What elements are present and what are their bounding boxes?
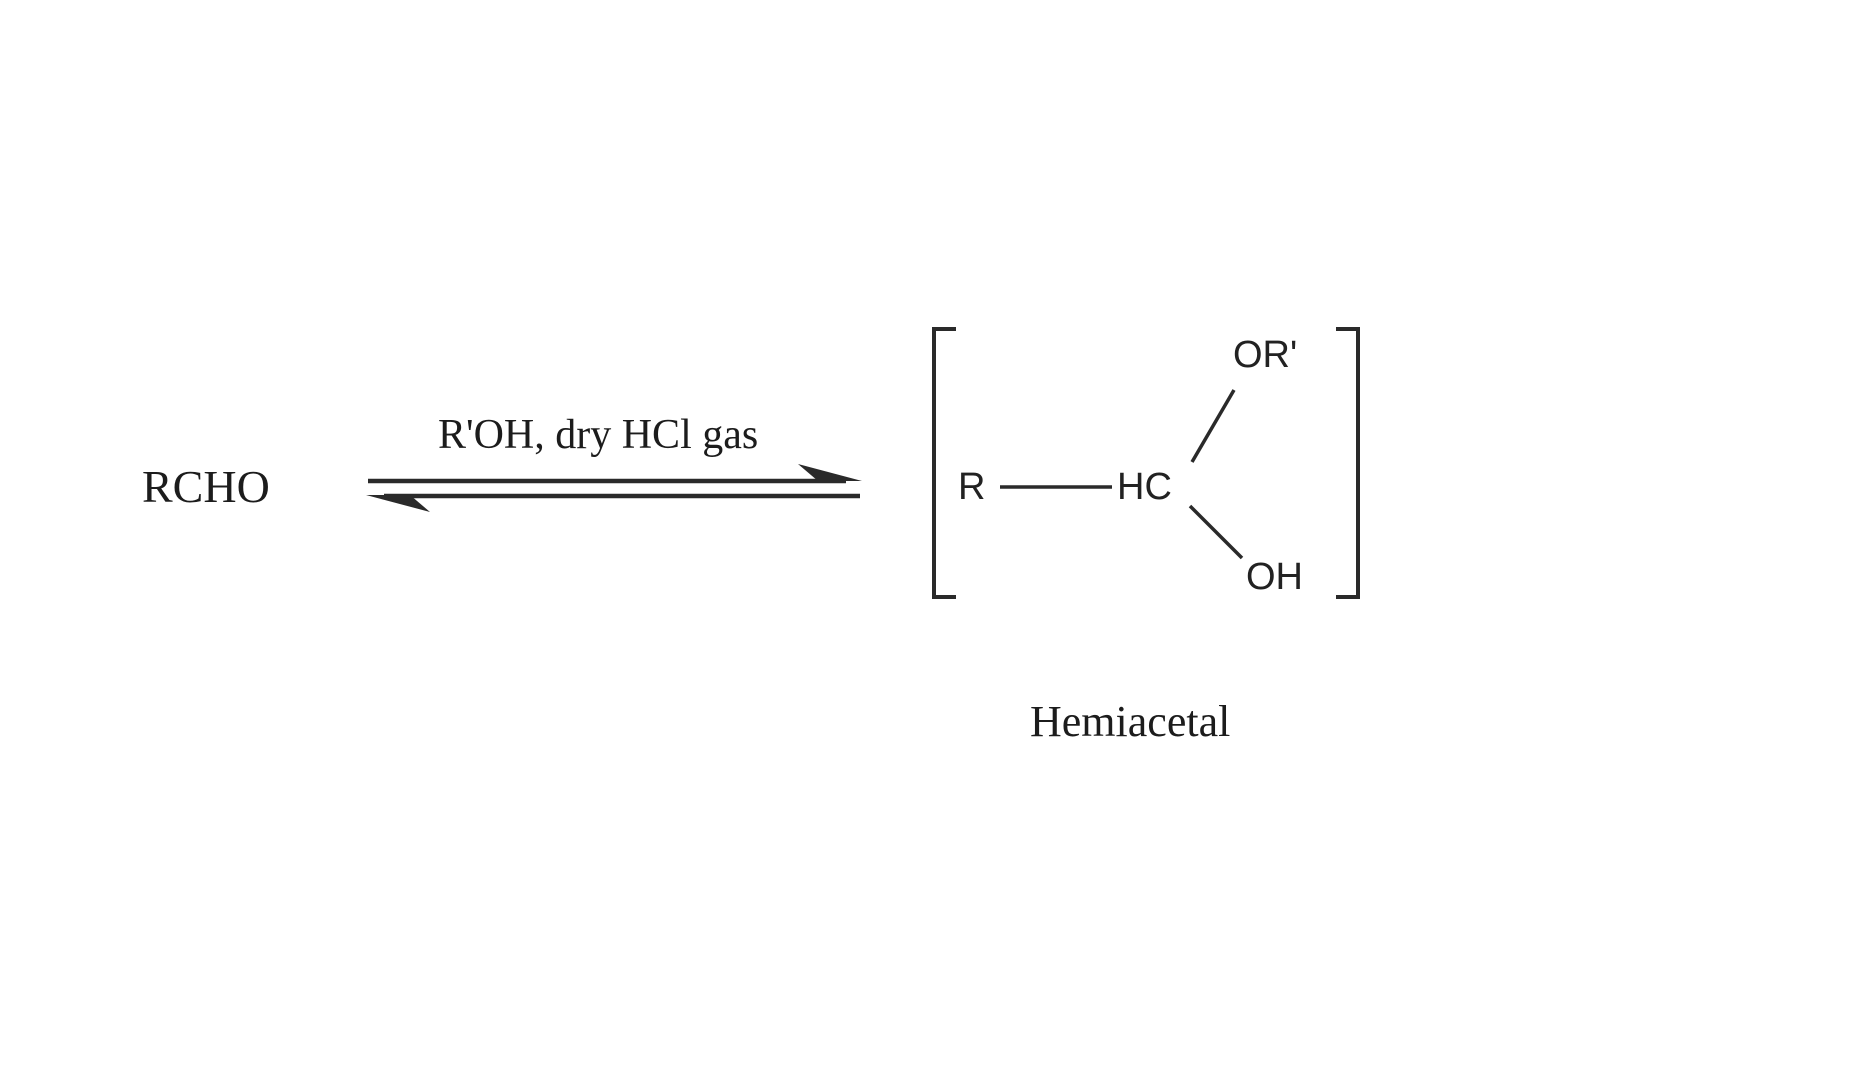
reverse-arrow-head (366, 495, 430, 512)
product-top-substituent: OR' (1233, 334, 1298, 376)
reaction-conditions: R'OH, dry HCl gas (438, 412, 759, 458)
equilibrium-arrows (366, 464, 862, 512)
forward-arrow-head (798, 464, 862, 481)
bond-hc-oh (1188, 504, 1244, 560)
product-r-group: R (958, 466, 986, 508)
bond-hc-or (1190, 389, 1236, 463)
left-bracket (932, 327, 956, 599)
product-central-atom: HC (1117, 466, 1172, 508)
right-bracket (1336, 327, 1360, 599)
reactant-formula: RCHO (142, 461, 270, 512)
product-name-caption: Hemiacetal (1030, 697, 1231, 746)
product-bottom-substituent: OH (1246, 556, 1303, 598)
